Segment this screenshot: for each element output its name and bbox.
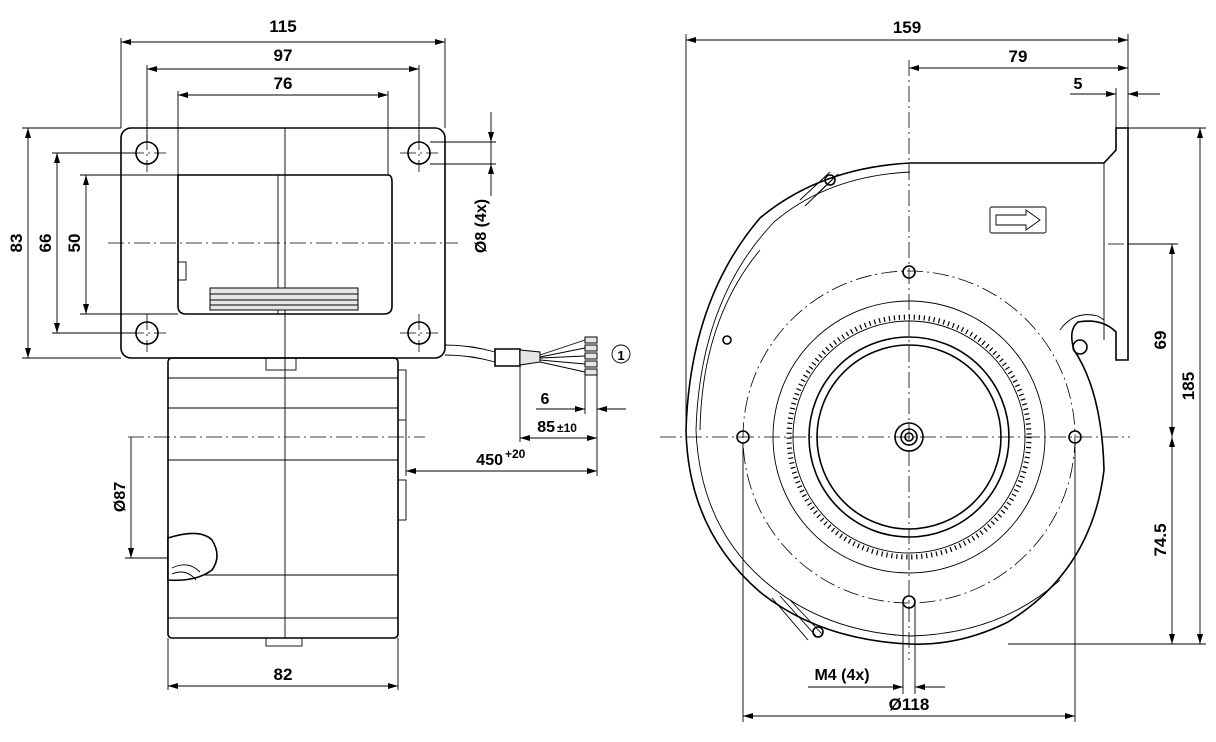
dim-50: 50 [65,234,84,253]
dim-185: 185 [1179,372,1198,400]
side-view: 159 79 5 185 69 74.5 M4 (4x) Ø118 [660,18,1206,722]
dim-hole-diameter: Ø8 (4x) [473,199,490,253]
front-view: 1 115 97 76 83 66 50 Ø8 (4x) [7,17,631,690]
dim-69: 69 [1151,331,1170,350]
dim-79: 79 [1009,47,1028,66]
dim-83: 83 [7,234,26,253]
cable-marker [611,344,631,364]
dim-115: 115 [269,17,296,36]
dim-450: 450 [476,452,503,469]
volute-housing [685,127,1129,645]
motor-cutaway [167,532,218,582]
inlet-grille [209,287,359,311]
dim-d87: Ø87 [112,482,129,512]
dim-d118: Ø118 [889,695,930,714]
dim-85-tolerance: ±10 [557,421,577,435]
dim-74-5: 74.5 [1151,523,1170,556]
inlet-housing [177,174,393,315]
cable-marker-label: 1 [617,348,624,363]
dim-97: 97 [274,46,293,65]
dim-82: 82 [274,665,293,684]
flow-direction-box [989,206,1047,234]
flow-arrow-icon [995,209,1041,231]
dim-159: 159 [893,18,921,37]
dim-85: 85 [537,419,555,436]
motor-body [167,357,399,639]
dim-76: 76 [274,74,293,93]
dim-6: 6 [541,391,550,408]
dim-66: 66 [36,234,55,253]
dim-450-tolerance: +20 [505,447,526,461]
dim-5: 5 [1074,76,1083,93]
cable [444,344,496,353]
dim-m4: M4 (4x) [814,667,869,684]
